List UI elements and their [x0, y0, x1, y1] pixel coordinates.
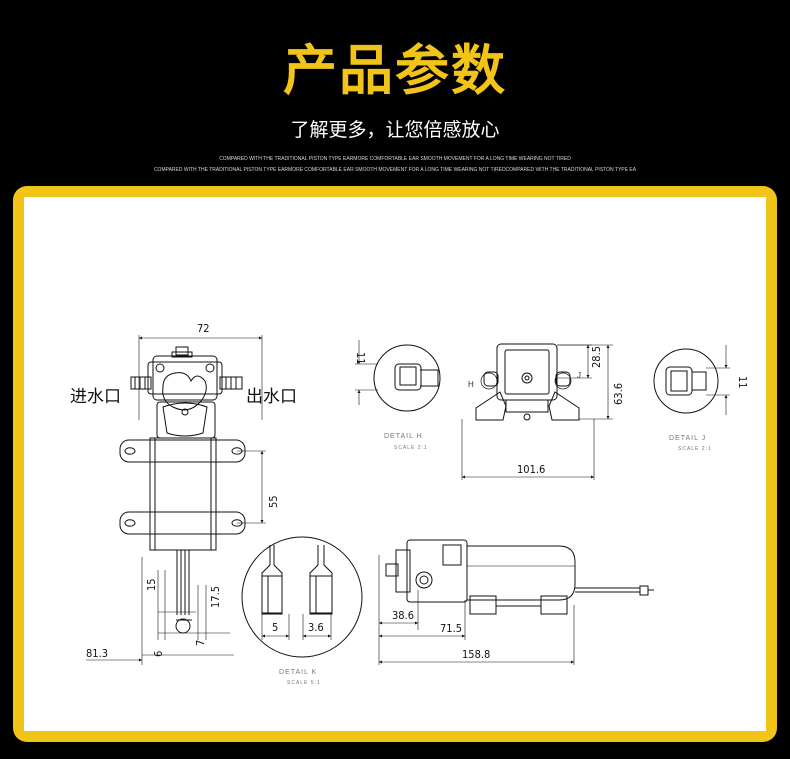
drawing-panel	[24, 197, 766, 731]
inlet-label: 进水口	[70, 387, 121, 407]
detail-h-view	[355, 340, 441, 412]
pump-side-view	[378, 539, 654, 665]
front-view	[86, 335, 266, 665]
dim-height-63-6: 63.6	[612, 383, 625, 405]
detail-h-label: DETAIL H	[384, 433, 423, 440]
pump-head-front-view	[461, 343, 613, 480]
page-title: 产品参数	[283, 39, 507, 102]
detail-k-scale: SCALE 5:1	[287, 680, 321, 686]
dim-length-158-8: 158.8	[462, 648, 490, 661]
tagline-2: COMPARED WITH THE TRADITIONAL PISTON TYP…	[153, 167, 637, 173]
dim-hose-11-left: 11	[354, 352, 367, 365]
dim-base-101-6: 101.6	[517, 463, 545, 476]
outlet-label: 出水口	[246, 387, 297, 407]
detail-j-scale: SCALE 2:1	[678, 446, 712, 452]
dim-hose-11-right: 11	[736, 376, 749, 389]
dim-left-81-3: 81.3	[86, 647, 108, 660]
marker-h: H	[468, 380, 474, 389]
dim-width-top: 72	[197, 322, 210, 335]
dim-lead-7: 7	[194, 640, 207, 646]
dim-height-28-5: 28.5	[590, 346, 603, 368]
dim-terminal-3-6: 3.6	[308, 621, 324, 634]
dim-lead-15: 15	[145, 578, 158, 591]
dim-lead-6: 6	[152, 651, 165, 657]
page-subtitle: 了解更多，让您倍感放心	[290, 119, 500, 141]
dim-lead-17-5: 17.5	[209, 586, 222, 608]
marker-j: J	[577, 371, 581, 380]
detail-j-label: DETAIL J	[669, 435, 706, 442]
detail-k-label: DETAIL K	[279, 669, 317, 676]
dim-mount-spacing: 55	[267, 495, 280, 508]
tagline-1: COMPARED WITH THE TRADITIONAL PISTON TYP…	[219, 156, 571, 162]
dim-side-38-6: 38.6	[392, 609, 414, 622]
dim-terminal-5: 5	[272, 621, 278, 634]
detail-j-view	[653, 345, 730, 415]
dim-side-71-5: 71.5	[440, 622, 462, 635]
detail-k-view	[241, 536, 363, 658]
detail-h-scale: SCALE 2:1	[394, 445, 428, 451]
